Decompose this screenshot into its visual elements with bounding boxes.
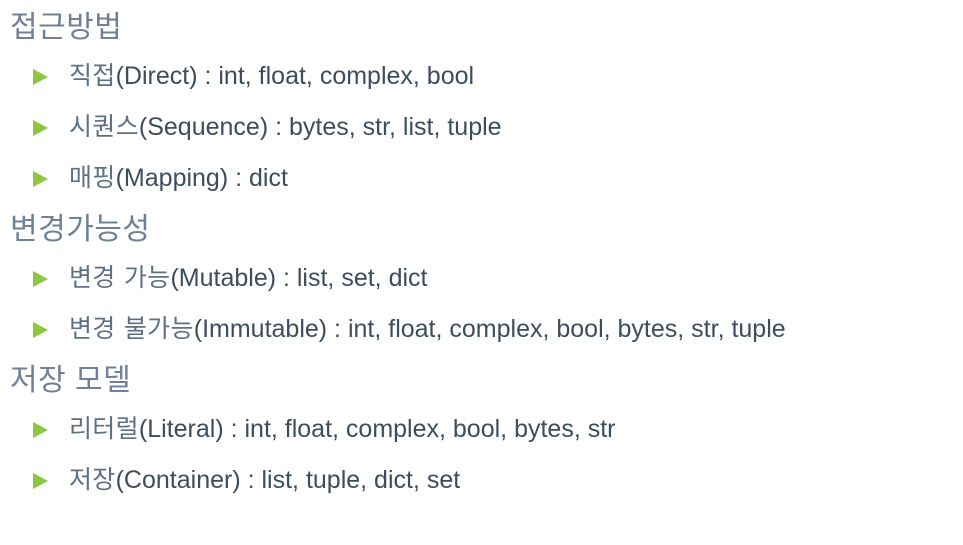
section-storage-model: 저장 모델 리터럴(Literal) : int, float, complex…: [0, 359, 963, 505]
section-mutability: 변경가능성 변경 가능(Mutable) : list, set, dict 변…: [0, 208, 963, 354]
list-item-korean-label: 변경 가능: [69, 262, 171, 292]
bullet-list: 변경 가능(Mutable) : list, set, dict 변경 불가능(…: [0, 252, 963, 354]
list-item-korean-label: 직접: [69, 60, 116, 90]
list-item: 직접(Direct) : int, float, complex, bool: [0, 50, 963, 101]
bullet-list: 리터럴(Literal) : int, float, complex, bool…: [0, 403, 963, 505]
section-access-method: 접근방법 직접(Direct) : int, float, complex, b…: [0, 6, 963, 203]
triangle-bullet-icon: [33, 68, 48, 85]
list-item-text: 변경 가능(Mutable) : list, set, dict: [69, 265, 427, 291]
list-item-text: 저장(Container) : list, tuple, dict, set: [69, 467, 460, 493]
list-item: 저장(Container) : list, tuple, dict, set: [0, 454, 963, 505]
triangle-bullet-icon: [33, 170, 48, 187]
list-item-korean-label: 시퀀스: [69, 111, 139, 141]
triangle-bullet-icon: [33, 270, 48, 287]
list-item-korean-label: 리터럴: [69, 413, 139, 443]
list-item-text: 시퀀스(Sequence) : bytes, str, list, tuple: [69, 114, 502, 140]
list-item: 리터럴(Literal) : int, float, complex, bool…: [0, 403, 963, 454]
triangle-bullet-icon: [33, 472, 48, 489]
section-heading: 접근방법: [10, 11, 123, 44]
list-item-detail: (Sequence) : bytes, str, list, tuple: [138, 112, 502, 141]
section-heading: 변경가능성: [10, 213, 151, 246]
list-item-text: 리터럴(Literal) : int, float, complex, bool…: [69, 416, 615, 442]
list-item-detail: (Mutable) : list, set, dict: [170, 263, 428, 292]
list-item-korean-label: 매핑: [69, 162, 116, 192]
triangle-bullet-icon: [33, 321, 48, 338]
list-item-detail: (Literal) : int, float, complex, bool, b…: [138, 414, 616, 443]
list-item-korean-label: 저장: [69, 464, 116, 494]
list-item-detail: (Immutable) : int, float, complex, bool,…: [193, 314, 786, 343]
list-item-korean-label: 변경 불가능: [69, 313, 194, 343]
list-item: 변경 가능(Mutable) : list, set, dict: [0, 252, 963, 303]
bullet-list: 직접(Direct) : int, float, complex, bool 시…: [0, 50, 963, 203]
list-item: 변경 불가능(Immutable) : int, float, complex,…: [0, 303, 963, 354]
list-item: 매핑(Mapping) : dict: [0, 152, 963, 203]
list-item: 시퀀스(Sequence) : bytes, str, list, tuple: [0, 101, 963, 152]
list-item-text: 매핑(Mapping) : dict: [69, 165, 288, 191]
list-item-detail: (Mapping) : dict: [115, 163, 288, 192]
section-heading: 저장 모델: [10, 364, 132, 397]
list-item-text: 직접(Direct) : int, float, complex, bool: [69, 63, 474, 89]
triangle-bullet-icon: [33, 421, 48, 438]
triangle-bullet-icon: [33, 119, 48, 136]
list-item-text: 변경 불가능(Immutable) : int, float, complex,…: [69, 316, 786, 342]
list-item-detail: (Container) : list, tuple, dict, set: [115, 465, 461, 494]
list-item-detail: (Direct) : int, float, complex, bool: [115, 61, 475, 90]
